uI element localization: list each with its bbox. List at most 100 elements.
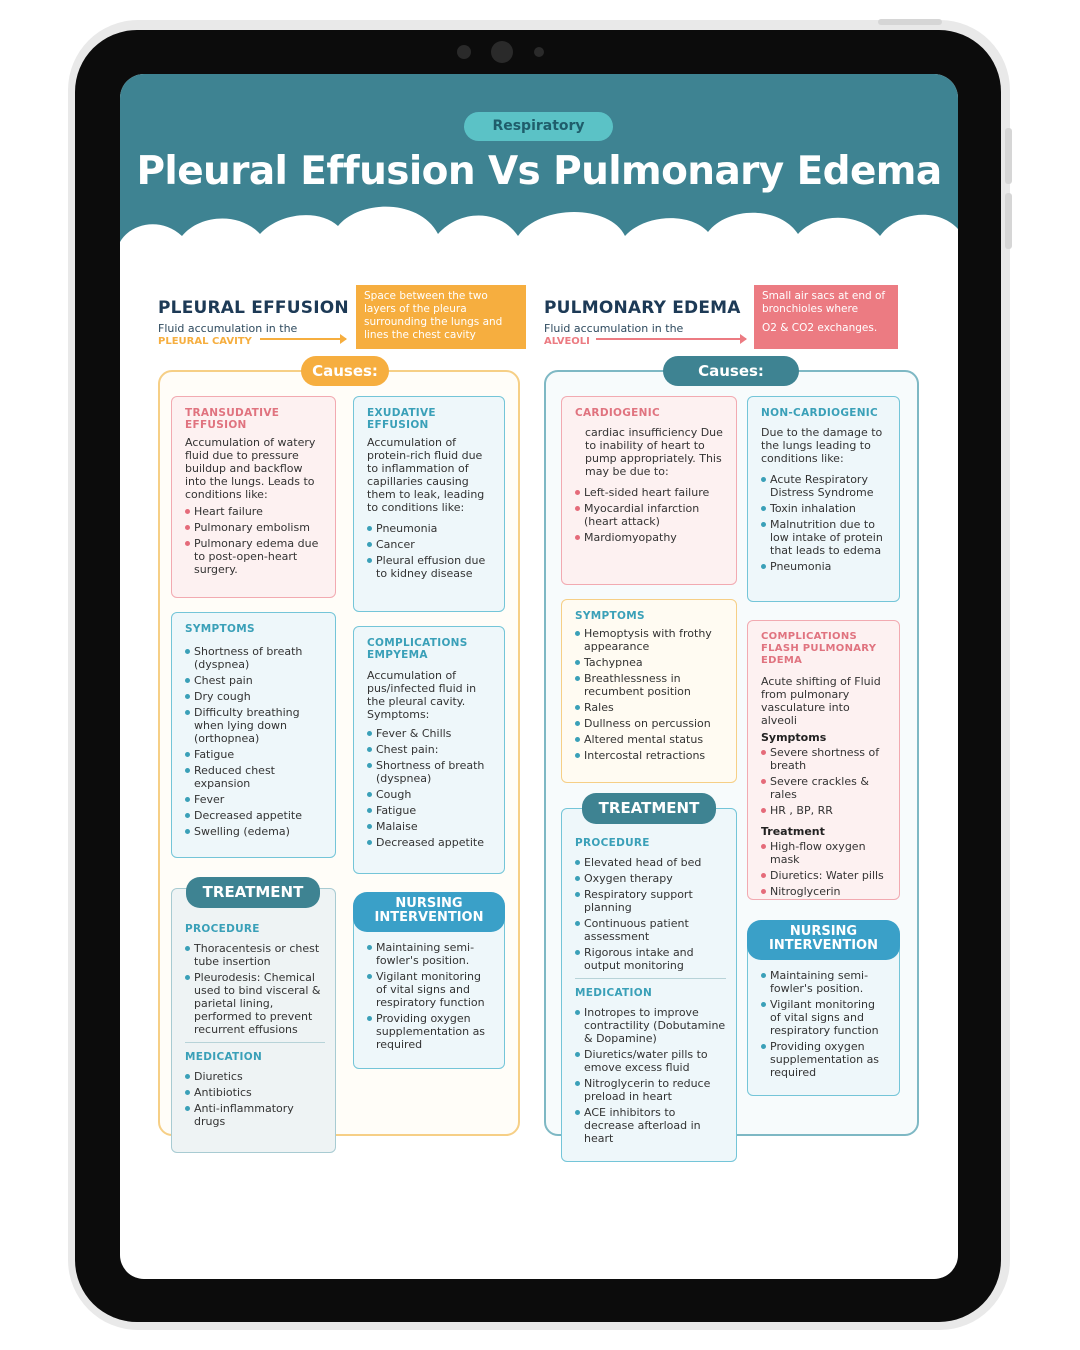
transudative-effusion-card: TRANSUDATIVE EFFUSION Accumulation of wa… <box>171 396 336 598</box>
non-cardiogenic-card: NON-CARDIOGENIC Due to the damage to the… <box>747 396 900 602</box>
pulmonary-edema-definition: Fluid accumulation in the ALVEOLI <box>544 322 684 347</box>
list-item: Pleurodesis: Chemical used to bind visce… <box>185 971 325 1036</box>
list-item: Vigilant monitoring of vital signs and r… <box>367 970 494 1009</box>
pulmonary-causes-label: Causes: <box>663 356 799 386</box>
list-item: Cough <box>367 788 494 801</box>
list-item: Fatigue <box>185 748 325 761</box>
card-description: Accumulation of protein-rich fluid due t… <box>367 436 485 514</box>
card-description: Acute shifting of Fluid from pulmonary v… <box>761 675 881 727</box>
volume-down-button <box>1005 193 1012 249</box>
medication-heading: MEDICATION <box>185 1051 263 1063</box>
list-item: Swelling (edema) <box>185 825 325 838</box>
flash-pulmonary-edema-card: COMPLICATIONS FLASH PULMONARY EDEMA Acut… <box>747 620 900 900</box>
list-item: Reduced chest expansion <box>185 764 325 790</box>
list-item: Cancer <box>367 538 494 551</box>
card-title: SYMPTOMS <box>185 623 255 635</box>
list-item: Continuous patient assessment <box>575 917 726 943</box>
pulmonary-symptoms-card: SYMPTOMS Hemoptysis with frothy appearan… <box>561 599 737 783</box>
list-item: Oxygen therapy <box>575 872 726 885</box>
list-item: Providing oxygen supplementation as requ… <box>761 1040 889 1079</box>
symptoms-subheading: Symptoms <box>761 731 827 744</box>
list-item: Pulmonary embolism <box>185 521 325 534</box>
pleural-cavity-note: Space between the two layers of the pleu… <box>356 285 526 349</box>
page-title: Pleural Effusion Vs Pulmonary Edema <box>136 149 942 194</box>
list-item: Breathlessness in recumbent position <box>575 672 726 698</box>
list-item: Tachypnea <box>575 656 726 669</box>
card-description: cardiac insufficiency Due to inability o… <box>585 426 723 478</box>
list-item: Severe shortness of breath <box>761 746 889 772</box>
card-title: EXUDATIVE EFFUSION <box>367 407 436 431</box>
pleural-treatment-card: PROCEDURE Thoracentesis or chest tube in… <box>171 888 336 1153</box>
list-item: Rigorous intake and output monitoring <box>575 946 726 972</box>
power-button <box>878 19 942 25</box>
empyema-complications-card: COMPLICATIONS EMPYEMA Accumulation of pu… <box>353 626 505 874</box>
pulmonary-edema-heading: PULMONARY EDEMA <box>544 298 741 318</box>
list-item: Fatigue <box>367 804 494 817</box>
medication-heading: MEDICATION <box>575 987 653 999</box>
list-item: Intercostal retractions <box>575 749 726 762</box>
pleural-nursing-label: NURSING INTERVENTION <box>353 892 505 932</box>
list-item: Pneumonia <box>761 560 889 573</box>
list-item: Antibiotics <box>185 1086 325 1099</box>
list-item: Shortness of breath (dyspnea) <box>367 759 494 785</box>
card-title: NON-CARDIOGENIC <box>761 407 879 419</box>
list-item: Shortness of breath (dyspnea) <box>185 645 325 671</box>
pleural-causes-label: Causes: <box>301 356 389 386</box>
card-title: COMPLICATIONS EMPYEMA <box>367 637 468 661</box>
list-item: Inotropes to improve contractility (Dobu… <box>575 1006 726 1045</box>
list-item: Left-sided heart failure <box>575 486 726 499</box>
pleural-effusion-definition: Fluid accumulation in the PLEURAL CAVITY <box>158 322 298 347</box>
list-item: Maintaining semi-fowler's position. <box>761 969 889 995</box>
list-item: Hemoptysis with frothy appearance <box>575 627 726 653</box>
list-item: High-flow oxygen mask <box>761 840 889 866</box>
divider <box>575 978 726 979</box>
pulmonary-nursing-card: Maintaining semi-fowler's position. Vigi… <box>747 940 900 1096</box>
list-item: Altered mental status <box>575 733 726 746</box>
list-item: Mardiomyopathy <box>575 531 726 544</box>
procedure-heading: PROCEDURE <box>185 923 260 935</box>
list-item: Fever <box>185 793 325 806</box>
list-item: Rales <box>575 701 726 714</box>
list-item: Difficulty breathing when lying down (or… <box>185 706 325 745</box>
card-description: Accumulation of watery fluid due to pres… <box>185 436 316 501</box>
divider <box>185 1042 325 1043</box>
list-item: Dullness on percussion <box>575 717 726 730</box>
pleural-treatment-label: TREATMENT <box>186 877 320 908</box>
list-item: Myocardial infarction (heart attack) <box>575 502 726 528</box>
list-item: Diuretics/water pills to emove excess fl… <box>575 1048 726 1074</box>
pulmonary-nursing-label: NURSING INTERVENTION <box>747 920 900 960</box>
list-item: Dry cough <box>185 690 325 703</box>
tablet-screen: Respiratory Pleural Effusion Vs Pulmonar… <box>120 74 958 1279</box>
card-title: SYMPTOMS <box>575 610 645 622</box>
list-item: Maintaining semi-fowler's position. <box>367 941 494 967</box>
list-item: Providing oxygen supplementation as requ… <box>367 1012 494 1051</box>
cardiogenic-card: CARDIOGENIC cardiac insufficiency Due to… <box>561 396 737 585</box>
exudative-effusion-card: EXUDATIVE EFFUSION Accumulation of prote… <box>353 396 505 612</box>
list-item: Chest pain: <box>367 743 494 756</box>
card-title: COMPLICATIONS FLASH PULMONARY EDEMA <box>761 631 877 666</box>
card-description: Due to the damage to the lungs leading t… <box>761 426 883 465</box>
pulmonary-treatment-card: PROCEDURE Elevated head of bed Oxygen th… <box>561 808 737 1162</box>
treatment-subheading: Treatment <box>761 825 825 838</box>
list-item: Decreased appetite <box>185 809 325 822</box>
list-item: Diuretics: Water pills <box>761 869 889 882</box>
list-item: Pleural effusion due to kidney disease <box>367 554 494 580</box>
volume-up-button <box>1005 128 1012 184</box>
list-item: Pulmonary edema due to post-open-heart s… <box>185 537 325 576</box>
category-badge: Respiratory <box>464 112 613 141</box>
list-item: Heart failure <box>185 505 325 518</box>
list-item: Nitroglycerin to reduce preload in heart <box>575 1077 726 1103</box>
list-item: Elevated head of bed <box>575 856 726 869</box>
list-item: Chest pain <box>185 674 325 687</box>
list-item: Pneumonia <box>367 522 494 535</box>
list-item: Vigilant monitoring of vital signs and r… <box>761 998 889 1037</box>
card-description: Accumulation of pus/infected fluid in th… <box>367 669 477 721</box>
pleural-symptoms-card: SYMPTOMS Shortness of breath (dyspnea) C… <box>171 612 336 858</box>
pleural-effusion-heading: PLEURAL EFFUSION <box>158 298 349 318</box>
list-item: ACE inhibitors to decrease afterload in … <box>575 1106 726 1145</box>
procedure-heading: PROCEDURE <box>575 837 650 849</box>
list-item: Nitroglycerin <box>761 885 889 898</box>
camera-dot-left <box>457 45 471 59</box>
list-item: Thoracentesis or chest tube insertion <box>185 942 325 968</box>
arrow-icon <box>260 334 347 344</box>
